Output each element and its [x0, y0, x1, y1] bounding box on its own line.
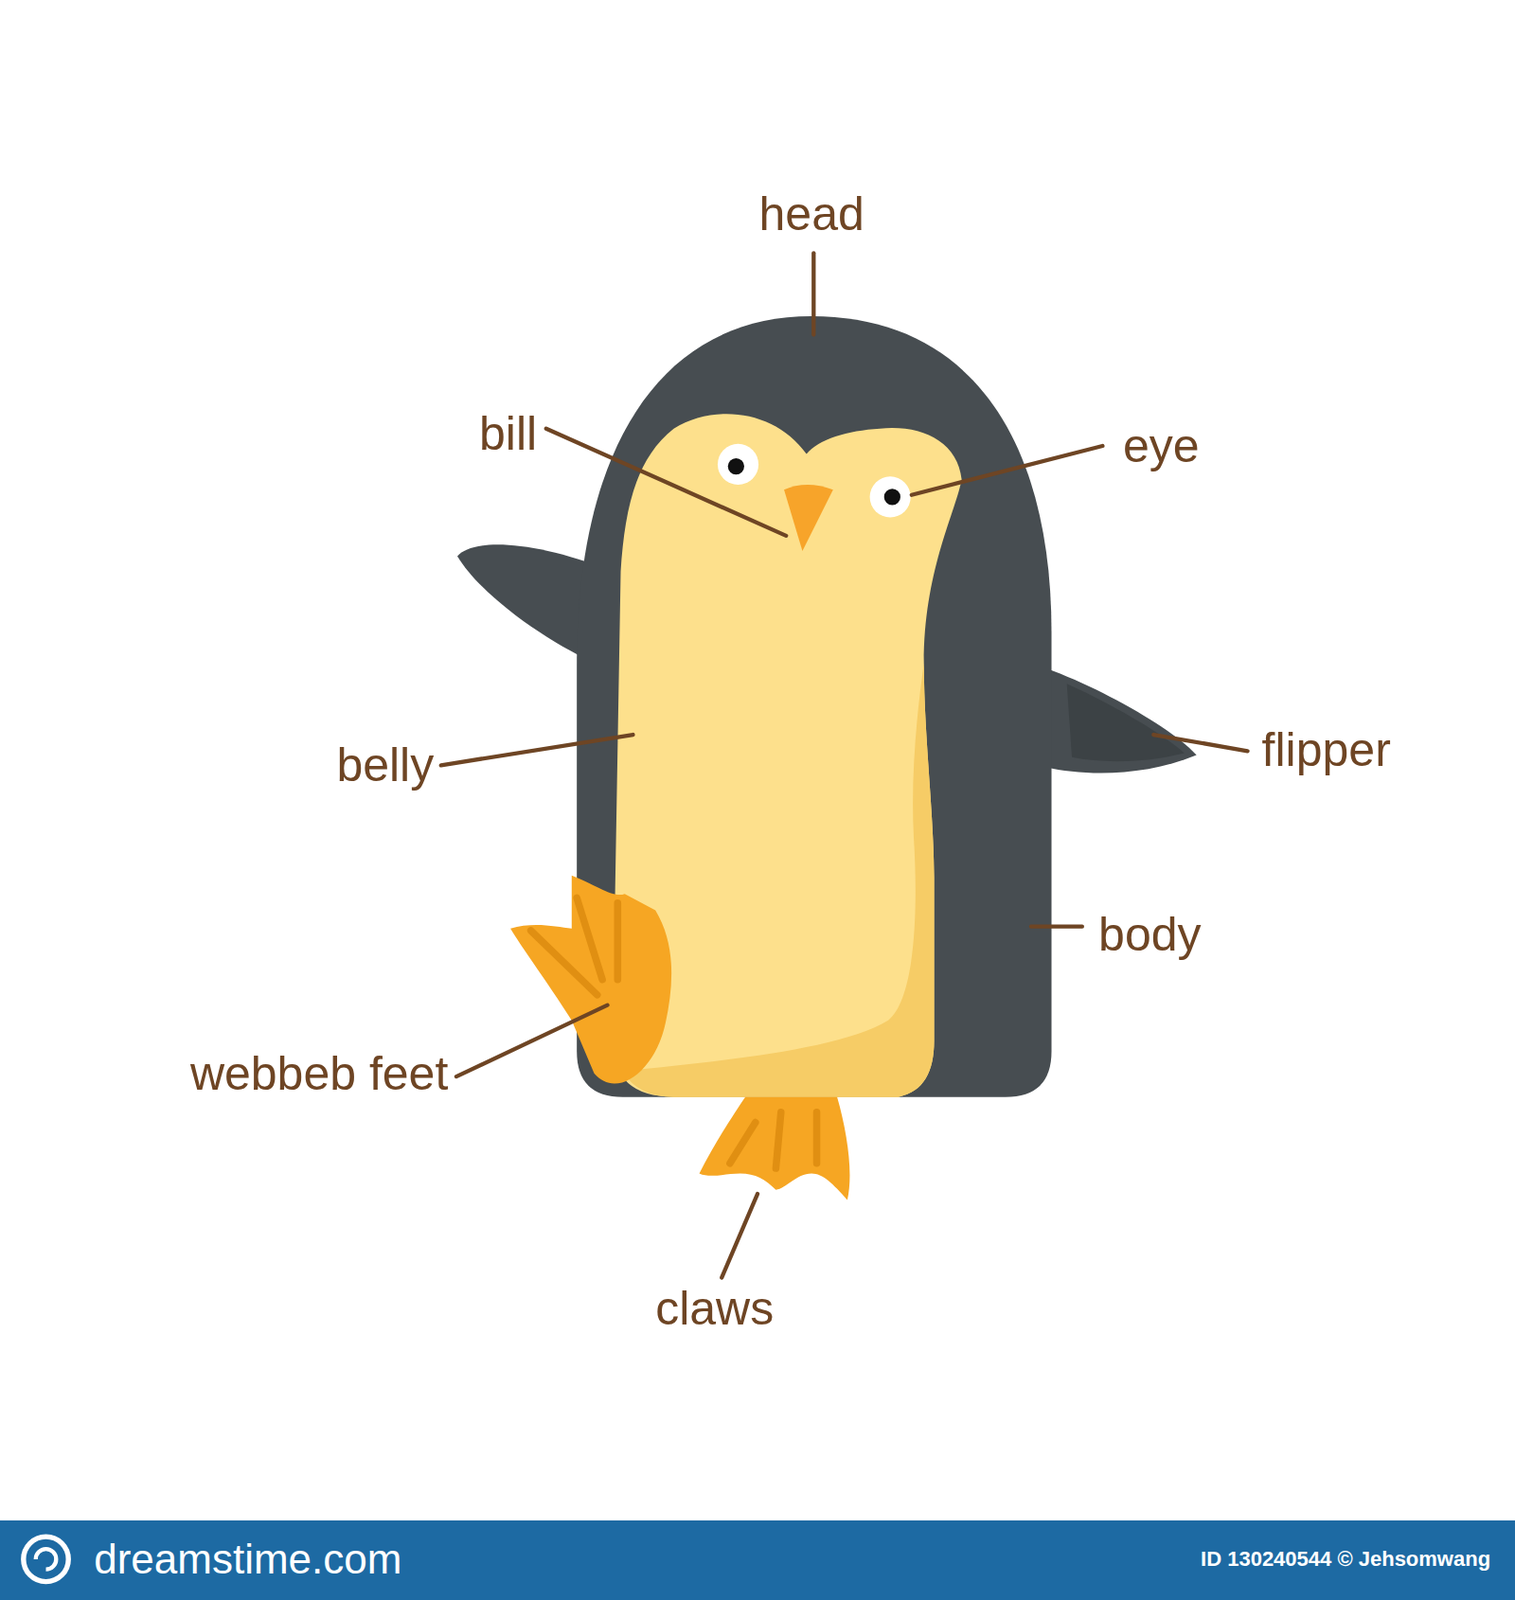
eye-white — [717, 444, 759, 485]
beak — [784, 484, 834, 552]
toe-lines — [531, 897, 619, 995]
eye-pupil — [728, 458, 745, 475]
flipper-shade — [1067, 683, 1185, 762]
webbed-foot — [699, 1097, 851, 1201]
eye-pupil — [884, 488, 901, 505]
watermark: ID 130240544 © Jehsomwang — [1200, 1548, 1491, 1571]
belly-shade — [623, 663, 935, 1098]
toe-lines — [730, 1112, 818, 1169]
part-label: head — [759, 188, 865, 241]
webbed-foot — [510, 875, 672, 1085]
right-flipper — [1046, 668, 1196, 774]
part-label: body — [1098, 909, 1201, 962]
part-label: bill — [479, 408, 537, 461]
part-label: flipper — [1262, 724, 1391, 777]
part-label: claws — [655, 1282, 774, 1335]
logo-swirl — [35, 1549, 57, 1570]
watermark: dreamstime.com — [93, 1536, 402, 1583]
part-label: belly — [336, 739, 434, 792]
part-label: webbeb feet — [190, 1047, 448, 1100]
logo-swirl — [23, 1536, 69, 1582]
part-label: eye — [1122, 420, 1200, 473]
footer-bar — [0, 1520, 1515, 1600]
eye-white — [870, 476, 911, 517]
leader-lines — [441, 252, 1248, 1278]
